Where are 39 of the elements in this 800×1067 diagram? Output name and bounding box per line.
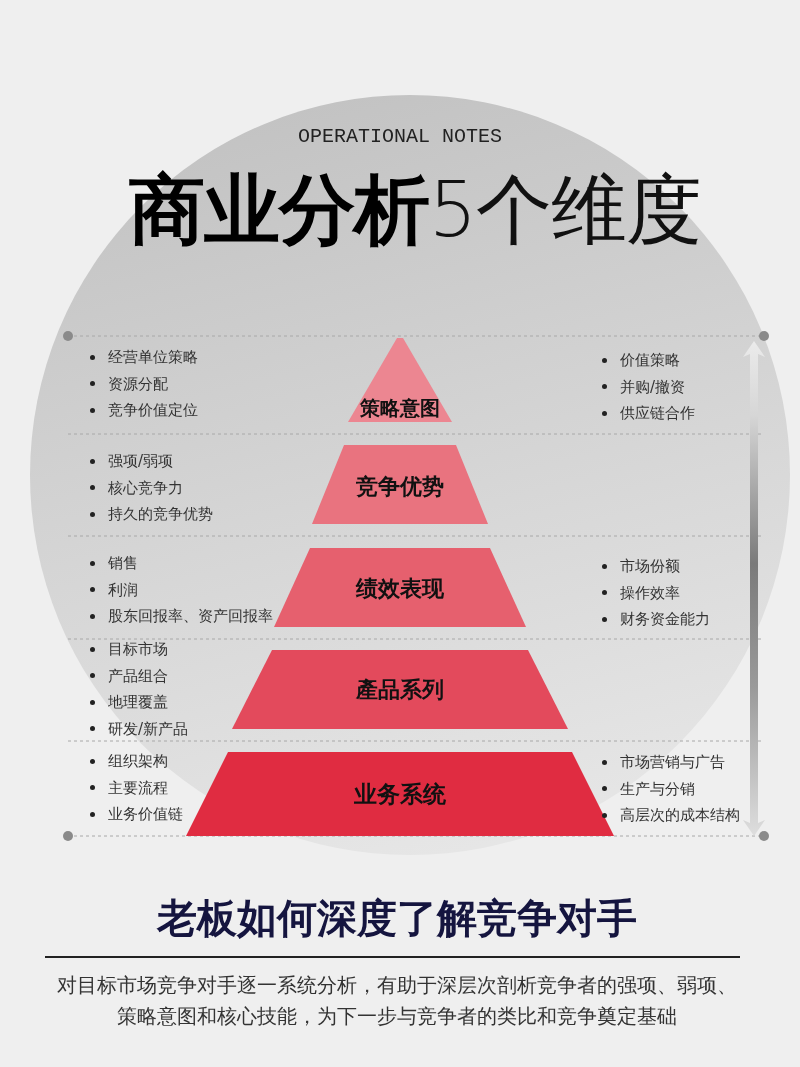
pyramid-tier — [232, 650, 568, 729]
bullet-item: 强项/弱项 — [108, 451, 174, 472]
bullet-item: 生产与分销 — [620, 778, 695, 799]
bullet-item: 市场营销与广告 — [620, 752, 725, 773]
tier-label: 策略意图 — [360, 394, 440, 422]
bullet-item: 核心竞争力 — [108, 477, 183, 498]
page-title: 商业分析5个维度 — [128, 167, 702, 253]
bullet-item: 高层次的成本结构 — [620, 805, 740, 826]
pyramid-tier — [312, 445, 488, 524]
bullet-item: 股东回报率、资产回报率 — [108, 606, 273, 627]
bullet-item: 目标市场 — [108, 639, 168, 660]
tier-label: 绩效表现 — [356, 575, 444, 603]
bullet-item: 操作效率 — [620, 582, 680, 603]
bullet-item: 市场份额 — [620, 556, 680, 577]
pyramid-tier — [186, 752, 614, 836]
tier-label: 业务系统 — [354, 779, 446, 809]
eyebrow-label: OPERATIONAL NOTES — [297, 125, 502, 149]
bullet-item: 研发/新产品 — [108, 718, 189, 739]
bullet-item: 价值策略 — [620, 350, 680, 371]
pyramid-tier — [274, 548, 526, 627]
bullet-item: 并购/撤资 — [620, 376, 686, 397]
bullet-item: 地理覆盖 — [108, 692, 168, 713]
bullet-item: 经营单位策略 — [108, 347, 198, 368]
bullet-item: 竞争价值定位 — [108, 400, 198, 421]
bullet-item: 销售 — [108, 553, 138, 574]
bullet-item: 组织架构 — [108, 751, 168, 772]
tier-label: 竞争优势 — [356, 473, 444, 501]
tier-label: 產品系列 — [356, 676, 444, 704]
bullet-item: 资源分配 — [108, 373, 168, 394]
bullet-item: 持久的竞争优势 — [108, 504, 213, 525]
caption-text: 对目标市场竞争对手逐一系统分析，有助于深层次剖析竞争者的强项、弱项、策略意图和核心技能，为下一步与竞争者的类比和竞争奠定基础 — [56, 973, 738, 1030]
bullet-item: 供应链合作 — [620, 403, 695, 424]
bullet-item: 财务资金能力 — [620, 609, 710, 630]
bullet-item: 产品组合 — [108, 665, 168, 686]
pyramid-tier — [348, 338, 452, 422]
bullet-item: 业务价值链 — [108, 804, 183, 825]
bullet-item: 主要流程 — [108, 777, 168, 798]
section-heading: 老板如何深度了解竞争对手 — [157, 894, 637, 942]
bullet-item: 利润 — [108, 579, 138, 600]
